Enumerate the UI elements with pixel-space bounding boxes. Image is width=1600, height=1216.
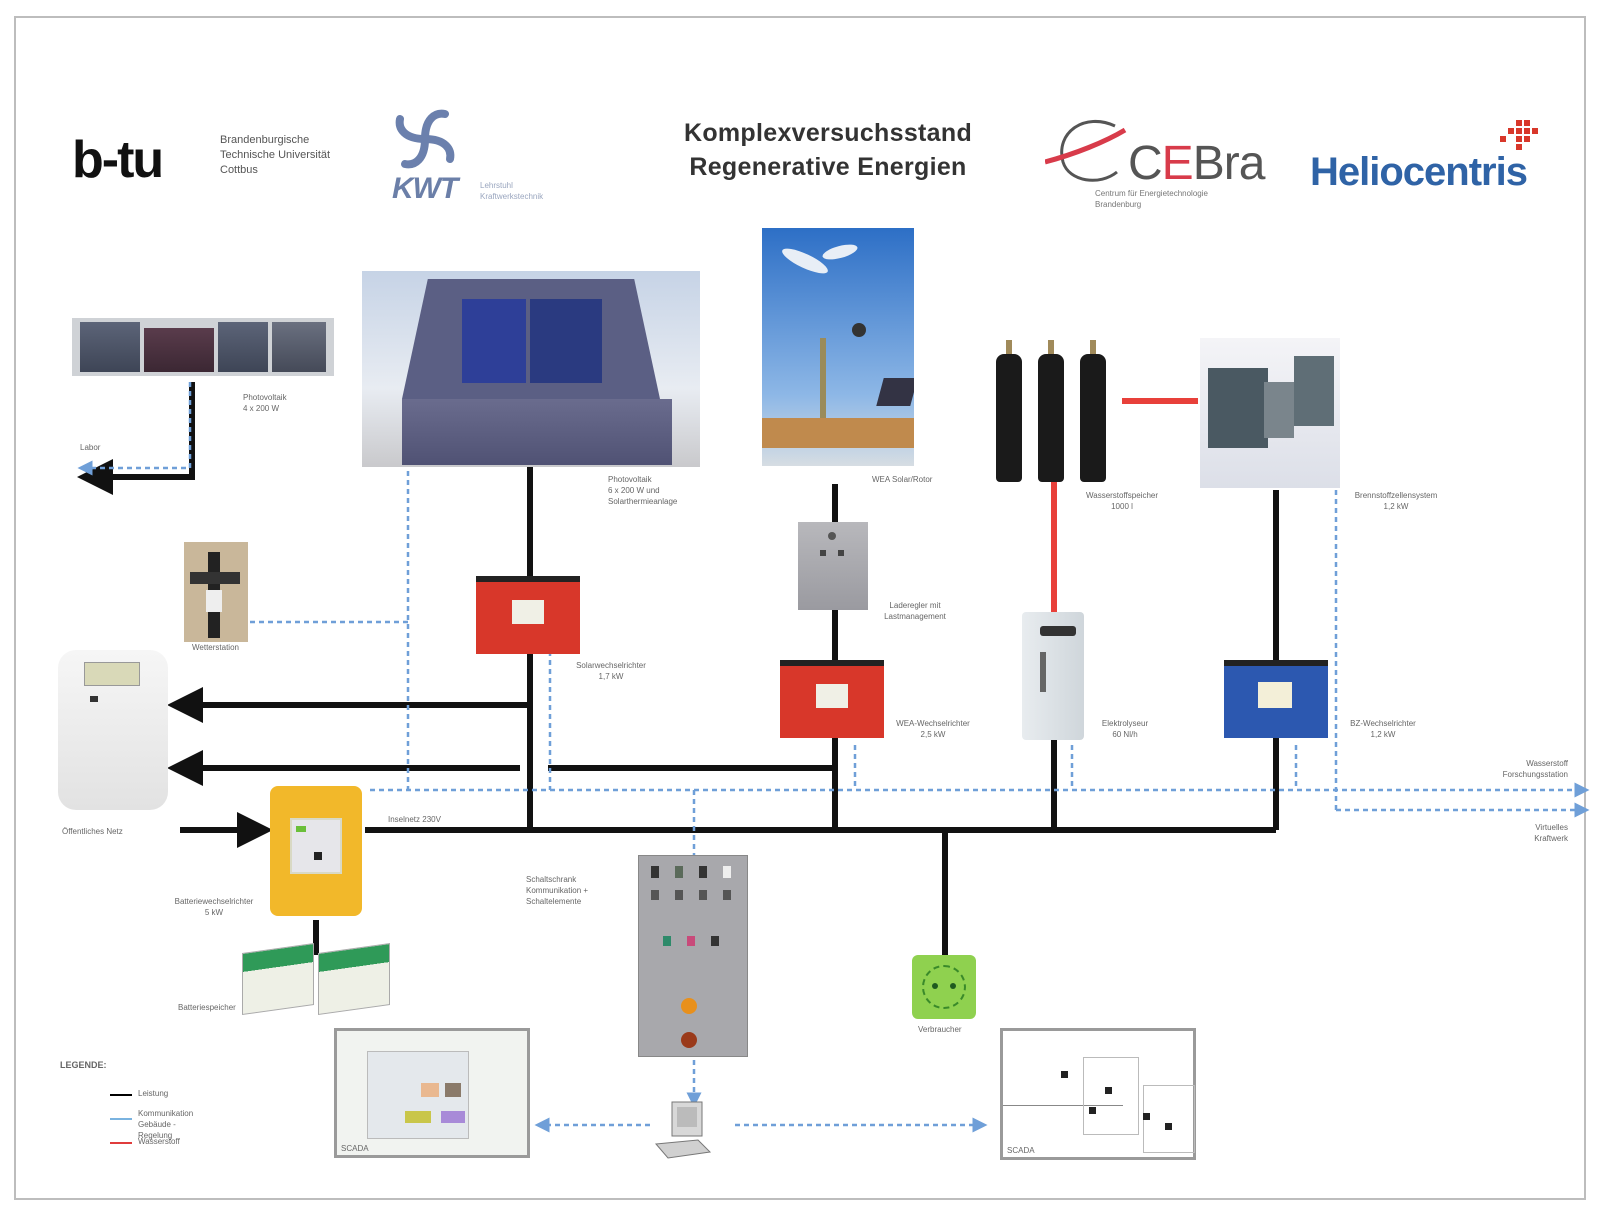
heliocentris-logo: Heliocentris (1310, 150, 1528, 194)
kwt-swirl-icon (395, 109, 455, 169)
kwt-logo: KWT (392, 172, 458, 205)
comm-lines (77, 382, 1590, 1133)
weather-station-label: Wetterstation (192, 643, 239, 652)
fuel-cell-photo (1200, 338, 1340, 488)
scada-left-screen: SCADA (334, 1028, 530, 1158)
wind-tower-photo (762, 228, 914, 466)
battery-inverter-label: Batteriewechselrichter 5 kW (174, 897, 254, 917)
socket-label: Verbraucher (918, 1025, 962, 1034)
comm-line-pv-small (77, 382, 192, 476)
hydrogen-lines (1051, 398, 1198, 612)
virtual-power-label: Virtuelles Kraftwerk (1534, 823, 1568, 843)
cebra-logo: CEBra (1128, 137, 1265, 190)
power-line-pv-small (77, 382, 195, 495)
wind-inverter-device (780, 660, 884, 738)
computer-icon (654, 1101, 712, 1159)
cebra-logo-text: Centrum für Energietechnologie Brandenbu… (1095, 189, 1208, 209)
btu-logo: b-tu (72, 131, 164, 189)
page-title: Komplexversuchsstand Regenerative Energi… (648, 116, 1008, 184)
grid-meter-device (58, 650, 168, 810)
pv-inverter-label: Solarwechselrichter 1,7 kW (576, 661, 646, 681)
h2-storage-label: Wasserstoffspeicher 1000 l (1085, 491, 1159, 511)
pv-large-label: Photovoltaik 6 x 200 W und Solarthermiea… (608, 475, 678, 506)
legend-power-swatch (110, 1094, 132, 1096)
legend-h2-swatch (110, 1142, 132, 1144)
fc-inverter-label: BZ-Wechselrichter 1,2 kW (1350, 719, 1416, 739)
electrolyser-device (1022, 612, 1084, 740)
charge-controller-label: Laderegler mit Lastmanagement (884, 601, 946, 621)
electrolyser-label: Elektrolyseur 60 Nl/h (1101, 719, 1149, 739)
cebra-swoosh-icon (1045, 120, 1127, 182)
fc-inverter-device (1224, 660, 1328, 738)
wind-inverter-label: WEA-Wechselrichter 2,5 kW (896, 719, 970, 739)
legend-title: LEGENDE: (60, 1060, 107, 1070)
power-lines (77, 382, 1279, 955)
btu-logo-text: Brandenburgische Technische Universität … (220, 134, 331, 176)
title-line-2: Regenerative Energien (689, 153, 967, 181)
scada-left-label: SCADA (341, 1144, 369, 1153)
control-cabinet-device (638, 855, 748, 1057)
lab-out-label: Labor (80, 443, 101, 452)
socket-icon (912, 955, 976, 1019)
grid-label: Öffentliches Netz (62, 827, 123, 836)
h2-research-label: Wasserstoff Forschungsstation (1502, 759, 1568, 779)
heliocentris-dots-icon (1500, 120, 1538, 150)
title-line-1: Komplexversuchsstand (683, 119, 973, 147)
fuel-cell-label: Brennstoffzellensystem 1,2 kW (1354, 491, 1438, 511)
weather-station-photo (184, 542, 248, 642)
pv-large-photo (362, 271, 700, 467)
battery-inverter-device (270, 786, 362, 916)
scada-right-label: SCADA (1007, 1146, 1035, 1155)
pv-inverter-device (476, 576, 580, 654)
island-grid-label: Inselnetz 230V (388, 815, 441, 824)
legend-h2-label: Wasserstoff (138, 1137, 180, 1146)
pv-small-label: Photovoltaik 4 x 200 W (243, 393, 287, 413)
legend-comm-swatch (110, 1118, 132, 1120)
legend-comm-label: Kommunikation Gebäude - Regelung (138, 1109, 194, 1140)
scada-right-screen: SCADA (1000, 1028, 1196, 1160)
pv-small-photo (72, 318, 334, 376)
control-cabinet-label: Schaltschrank Kommunikation + Schaltelem… (526, 875, 589, 906)
charge-controller-device (798, 522, 868, 610)
batteries-label: Batteriespeicher (178, 1003, 236, 1012)
kwt-logo-text: Lehrstuhl Kraftwerkstechnik (480, 181, 544, 201)
wind-tower-label: WEA Solar/Rotor (872, 475, 933, 484)
legend-power-label: Leistung (138, 1089, 169, 1098)
